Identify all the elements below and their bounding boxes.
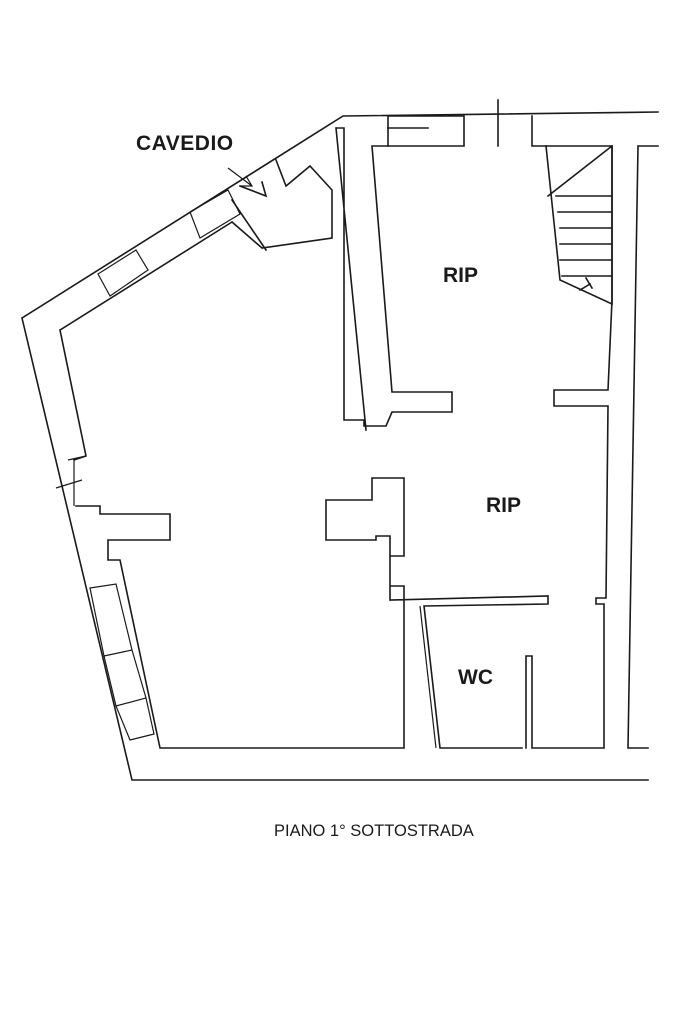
window-diagonal-1 — [97, 249, 149, 297]
right-walls — [525, 145, 659, 749]
outer-wall-outline — [20, 111, 659, 781]
room-label-rip-lower: RIP — [486, 494, 522, 517]
room-label-rip-upper: RIP — [443, 264, 479, 287]
floor-caption: PIANO 1° SOTTOSTRADA — [274, 822, 474, 840]
central-wall — [335, 115, 453, 431]
cavedio-walls — [230, 158, 333, 252]
lower-partition — [419, 605, 437, 749]
staircase — [545, 144, 614, 306]
window-diagonal-2 — [189, 189, 241, 239]
room-label-wc: WC — [458, 666, 493, 689]
cavedio-arrow — [227, 167, 254, 187]
window-left-3 — [115, 697, 155, 741]
window-left-1 — [55, 455, 87, 506]
room-label-cavedio: CAVEDIO — [136, 132, 234, 155]
top-wall-door — [387, 99, 547, 147]
window-left-2 — [89, 583, 147, 707]
